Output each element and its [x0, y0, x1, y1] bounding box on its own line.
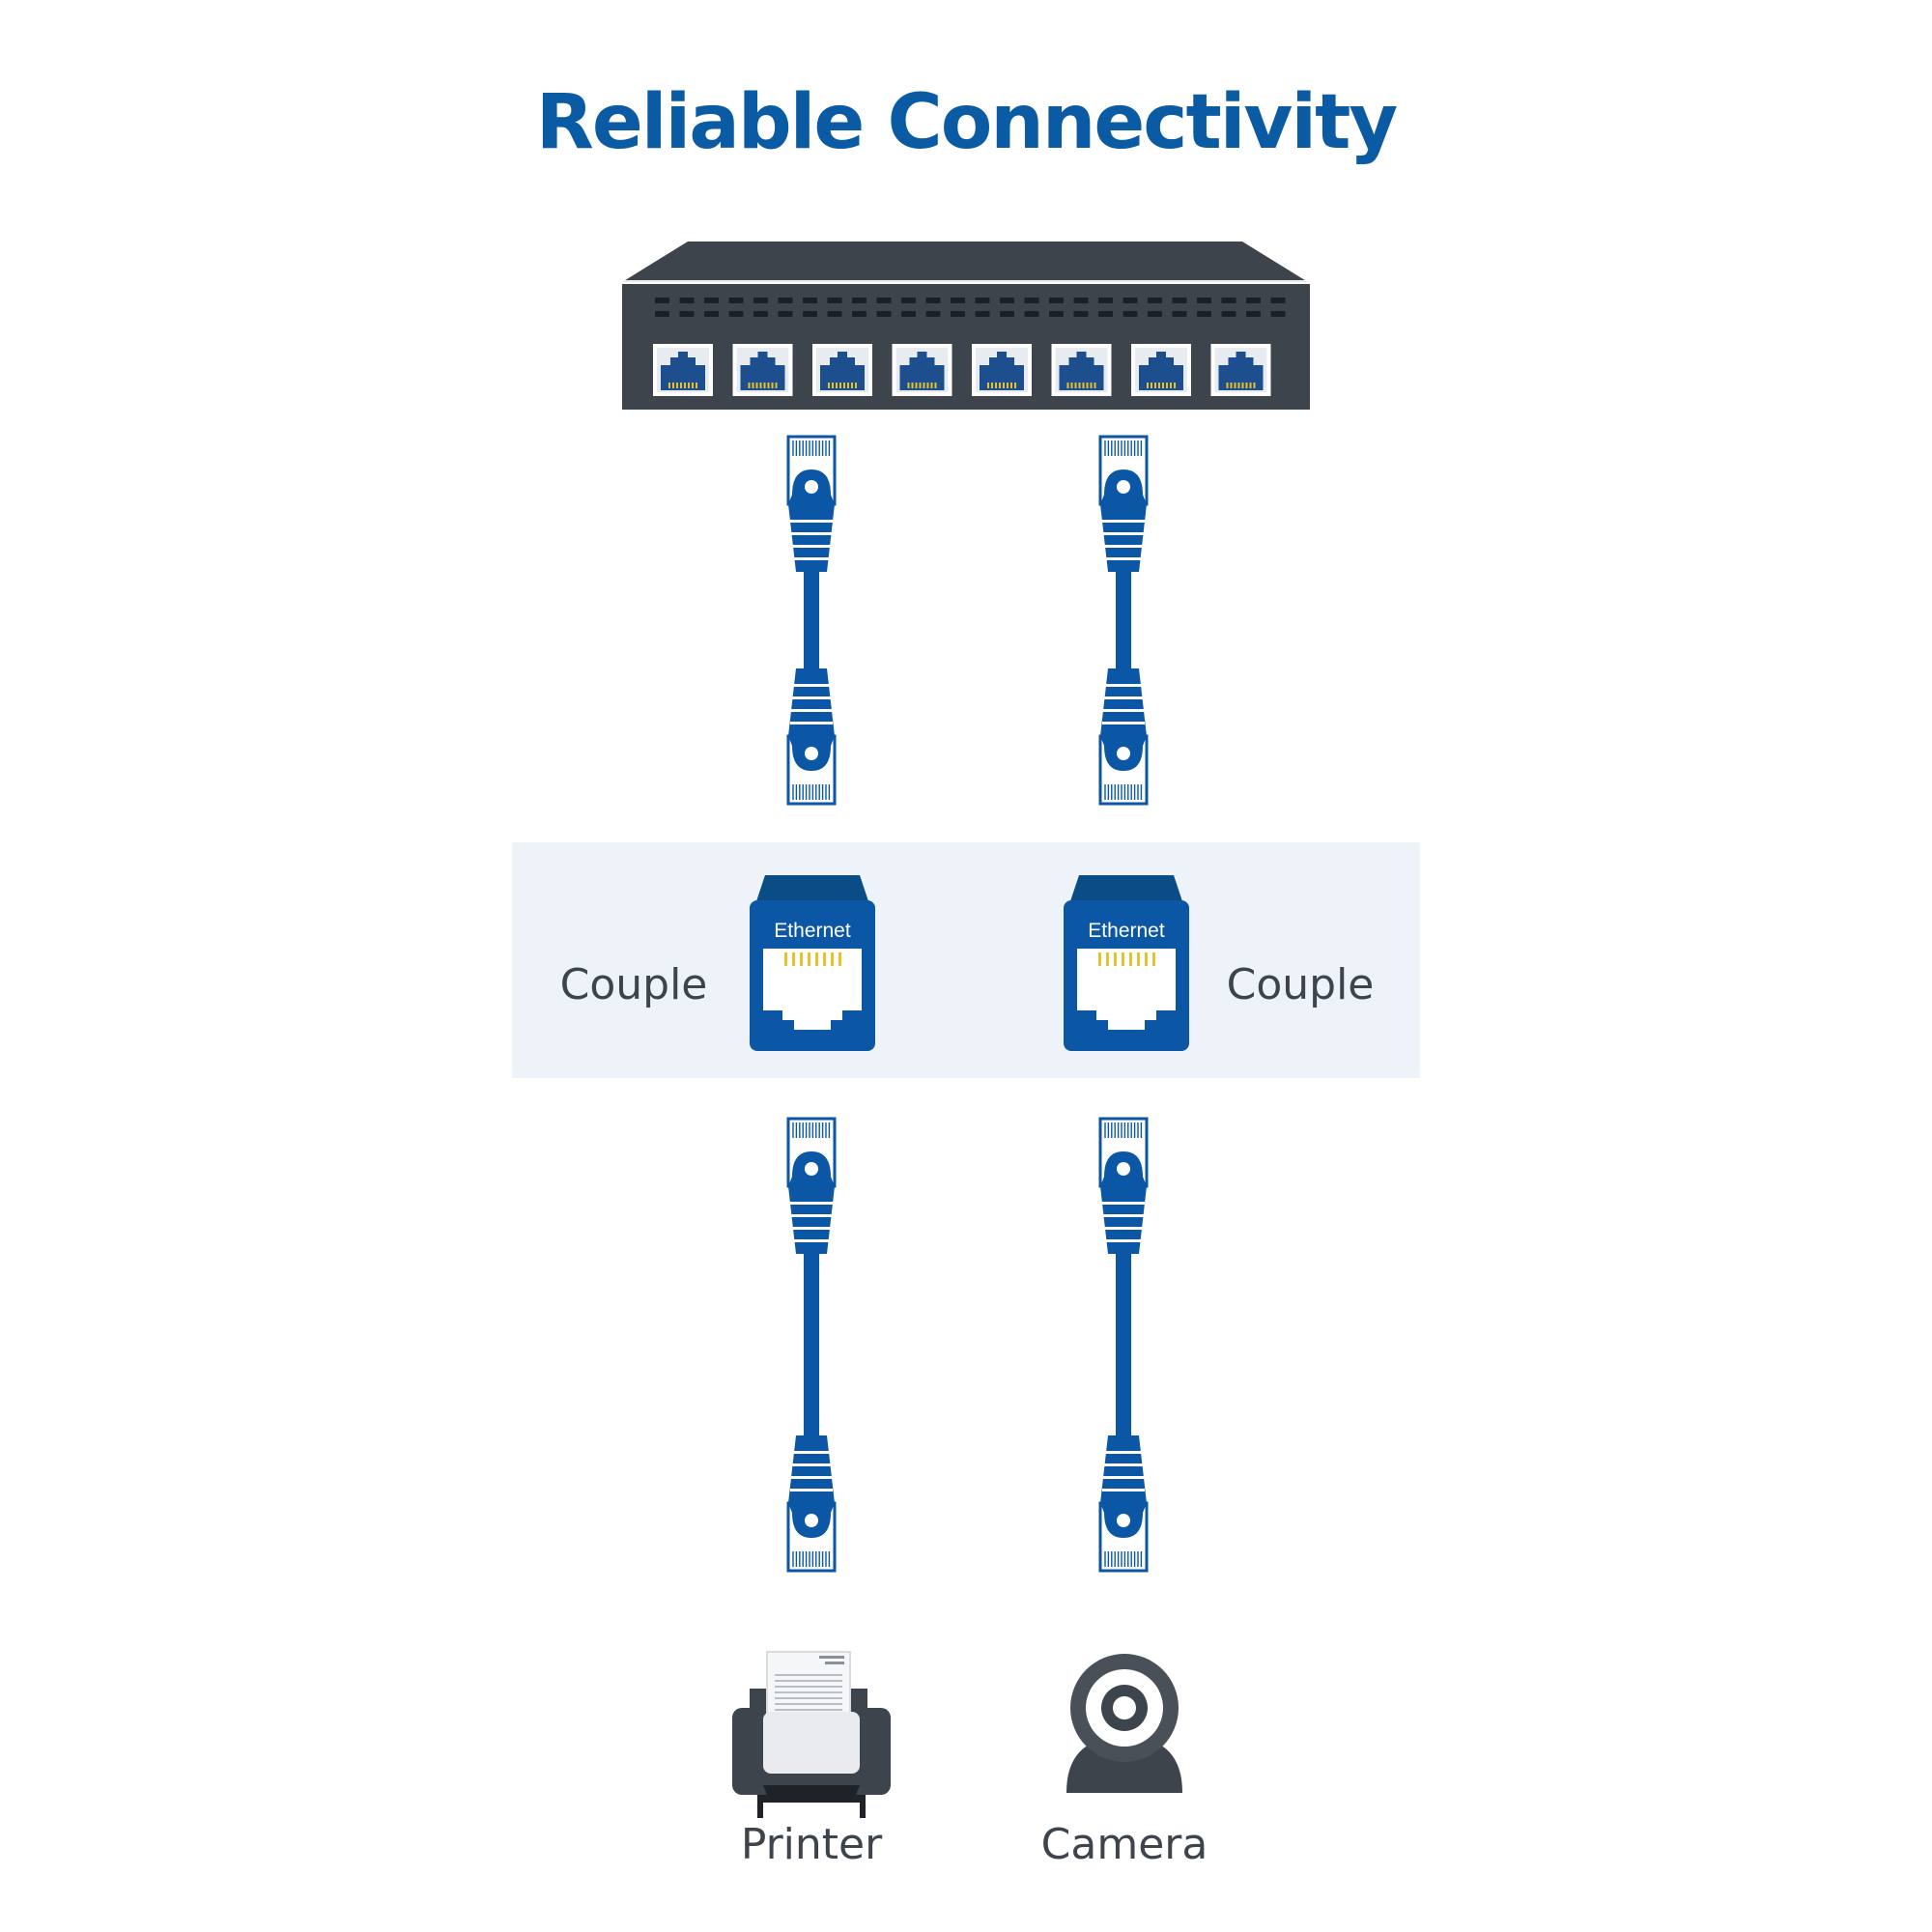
switch-port	[892, 344, 952, 396]
coupler-tag: Ethernet	[1088, 920, 1165, 942]
switch-port	[1051, 344, 1112, 396]
cable-upper-left	[786, 435, 837, 806]
couplers: Ethernet Ethernet	[750, 875, 1189, 1051]
switch-port	[732, 344, 793, 396]
ethernet-coupler-icon: Ethernet	[1064, 875, 1189, 1051]
camera-label: Camera	[1040, 1820, 1208, 1869]
page-title: Reliable Connectivity	[535, 79, 1398, 166]
cables	[786, 435, 1149, 1573]
printer-label: Printer	[740, 1820, 883, 1869]
switch-port	[653, 344, 713, 396]
coupler-panel	[512, 842, 1420, 1078]
camera-icon	[1066, 1654, 1182, 1793]
switch-port	[812, 344, 872, 396]
switch-port	[1210, 344, 1271, 396]
cable-lower-right	[1098, 1117, 1149, 1573]
cable-upper-right	[1098, 435, 1149, 806]
ethernet-coupler-icon: Ethernet	[750, 875, 875, 1051]
cable-lower-left	[786, 1117, 837, 1573]
coupler-right-label: Couple	[1226, 960, 1375, 1009]
switch-port	[1131, 344, 1191, 396]
coupler-tag: Ethernet	[774, 920, 851, 942]
switch-port	[972, 344, 1032, 396]
printer-icon	[732, 1651, 891, 1818]
coupler-left-label: Couple	[559, 960, 708, 1009]
network-switch-icon	[622, 242, 1310, 410]
